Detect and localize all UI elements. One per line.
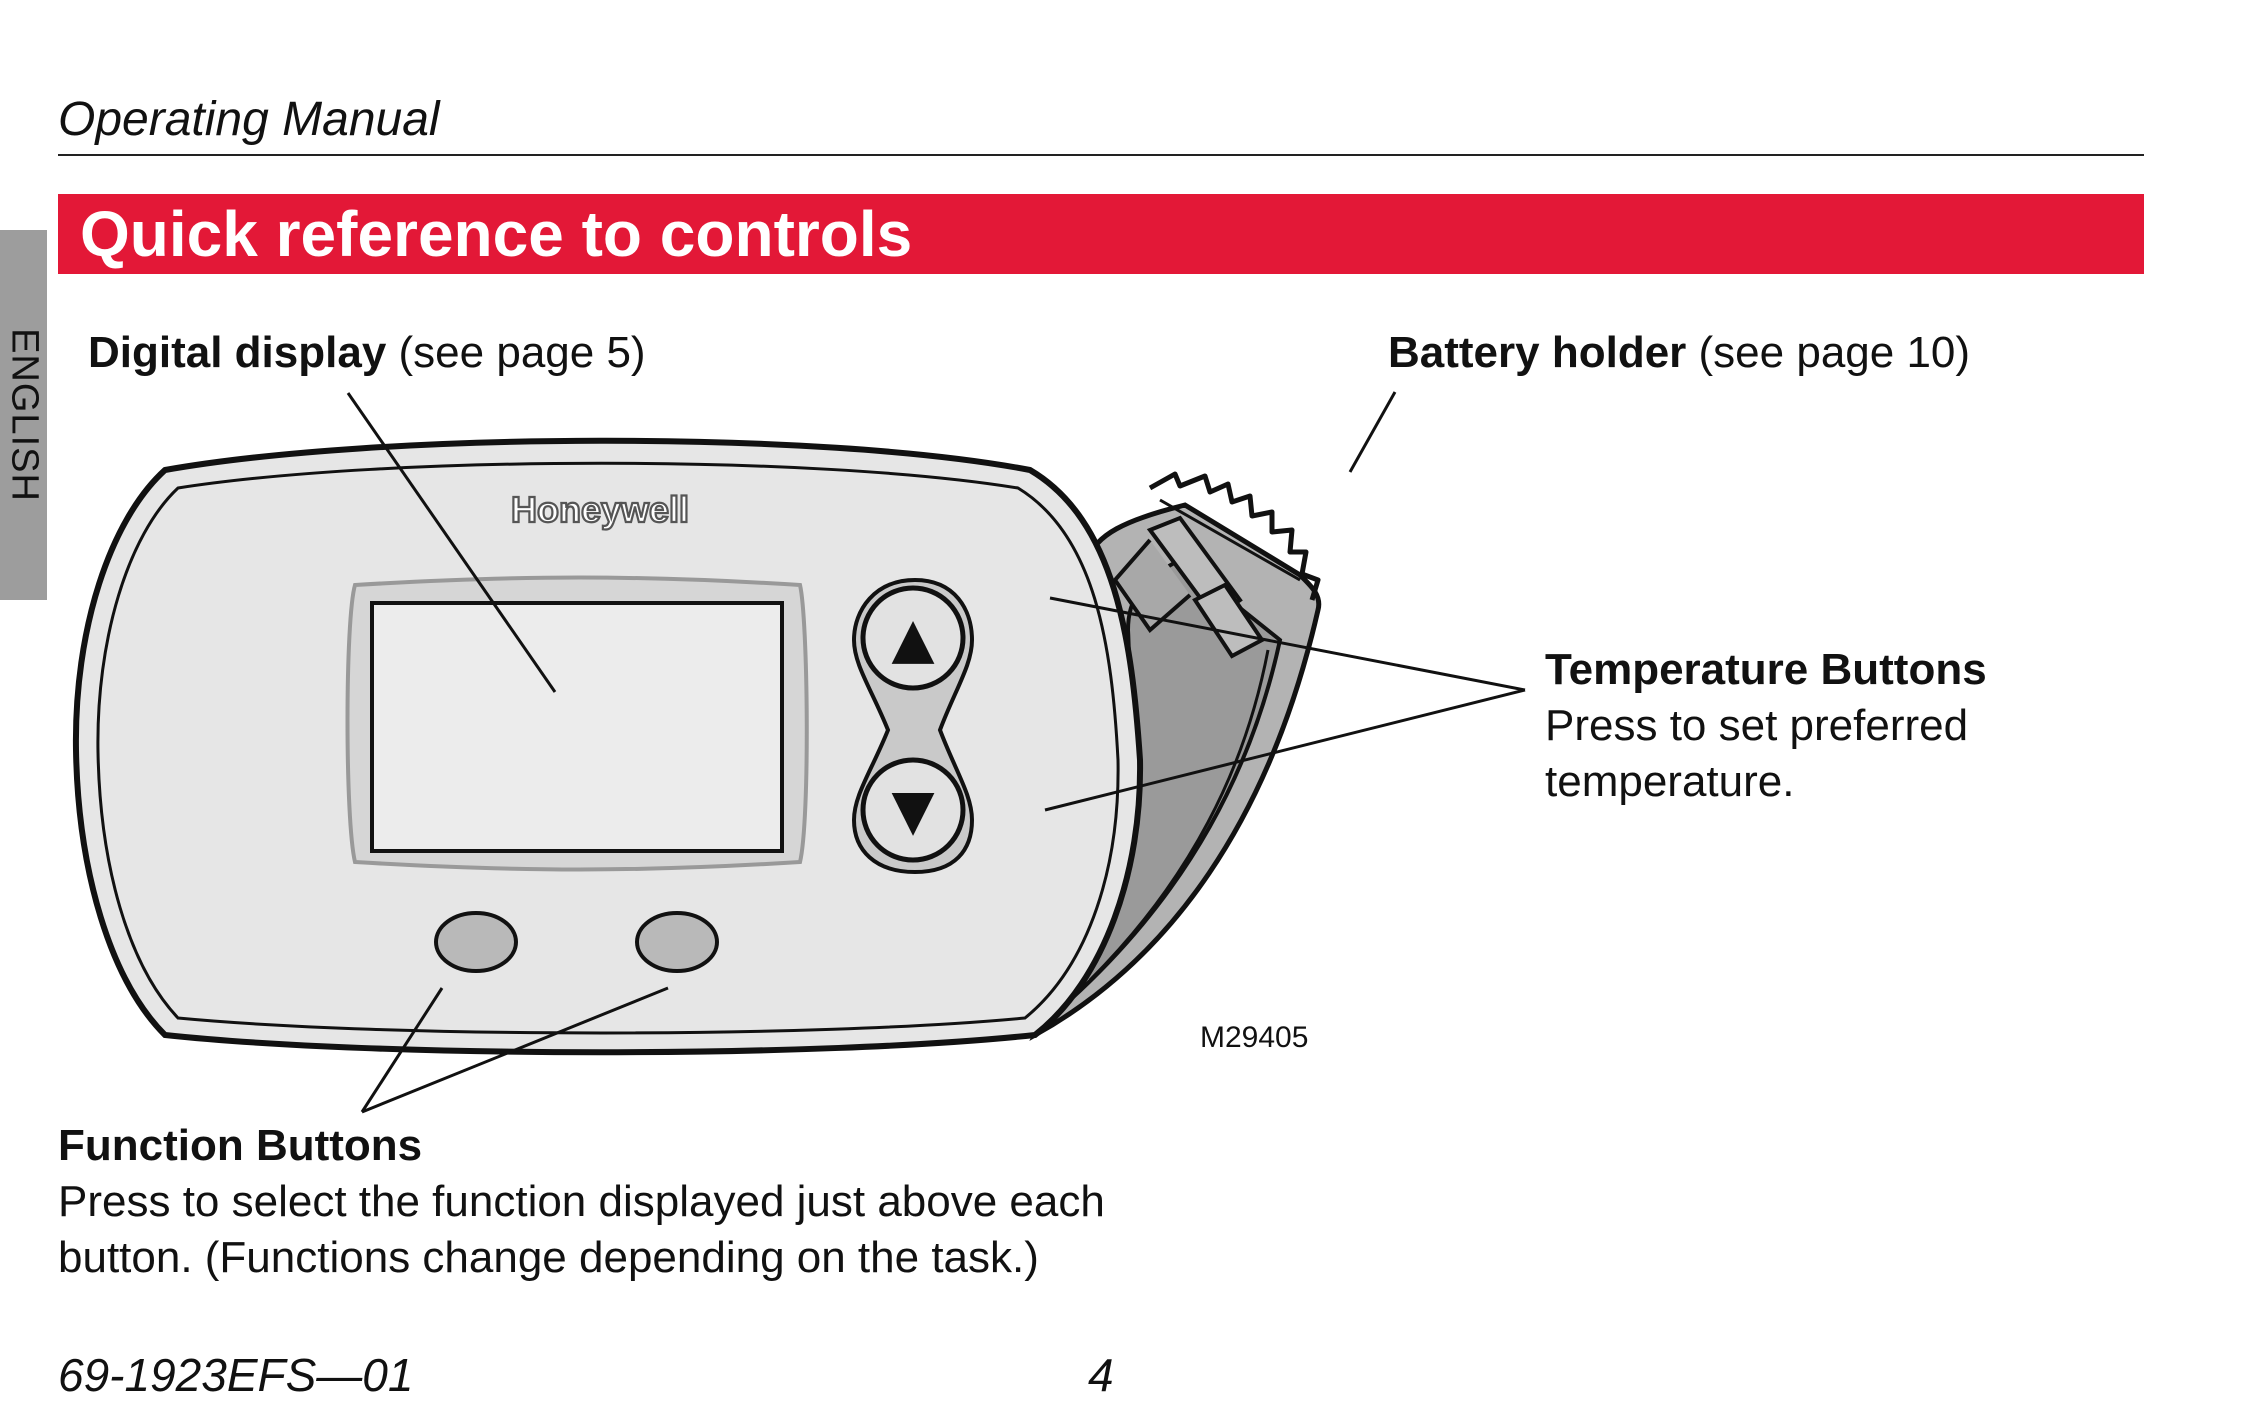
function-right-leader [361, 986, 669, 1114]
digital-display-leader [346, 392, 557, 693]
header-label: Operating Manual [58, 93, 440, 146]
temperature-button-cluster: ▲ ▼ [851, 577, 975, 875]
function-buttons-label: Function Buttons [58, 1121, 423, 1170]
honeywell-logo: Honeywell [511, 489, 689, 530]
down-arrow-icon: ▼ [891, 778, 934, 843]
battery-holder-leader [1348, 391, 1397, 473]
language-tab: ENGLISH [0, 230, 47, 600]
temperature-buttons-desc-line1: Press to set preferred [1545, 701, 1969, 750]
temperature-down-button[interactable]: ▼ [860, 757, 966, 863]
figure-code: M29405 [1200, 1021, 1308, 1054]
function-left-leader [360, 987, 444, 1113]
function-buttons-callout: Function Buttons Press to select the fun… [58, 1118, 1105, 1286]
temperature-up-button[interactable]: ▲ [860, 585, 966, 691]
digital-display-callout: Digital display (see page 5) [88, 328, 646, 378]
header-divider [58, 154, 2144, 156]
battery-holder-callout: Battery holder (see page 10) [1388, 328, 1970, 378]
function-buttons-desc-line2: button. (Functions change depending on t… [58, 1233, 1039, 1282]
temperature-up-leader [1049, 596, 1526, 692]
callout-leader-lines [346, 391, 1526, 1114]
digital-display-label: Digital display [88, 328, 387, 377]
temperature-down-leader [1044, 688, 1526, 812]
display-screen [370, 601, 784, 853]
function-buttons-desc-line1: Press to select the function displayed j… [58, 1177, 1105, 1226]
temperature-buttons-callout: Temperature Buttons Press to set preferr… [1545, 642, 1987, 810]
page-number: 4 [1088, 1349, 1114, 1401]
function-button-right[interactable] [635, 911, 719, 973]
battery-holder-label: Battery holder [1388, 328, 1687, 377]
document-code: 69-1923EFS—01 [58, 1349, 414, 1401]
temperature-buttons-desc-line2: temperature. [1545, 757, 1795, 806]
battery-holder-ref: (see page 10) [1698, 328, 1971, 377]
function-button-left[interactable] [434, 911, 518, 973]
digital-display-ref: (see page 5) [398, 328, 646, 377]
section-title-banner: Quick reference to controls [58, 194, 2144, 274]
digital-display [345, 575, 809, 872]
temperature-buttons-label: Temperature Buttons [1545, 645, 1987, 694]
up-arrow-icon: ▲ [891, 606, 934, 671]
section-title: Quick reference to controls [80, 198, 913, 270]
